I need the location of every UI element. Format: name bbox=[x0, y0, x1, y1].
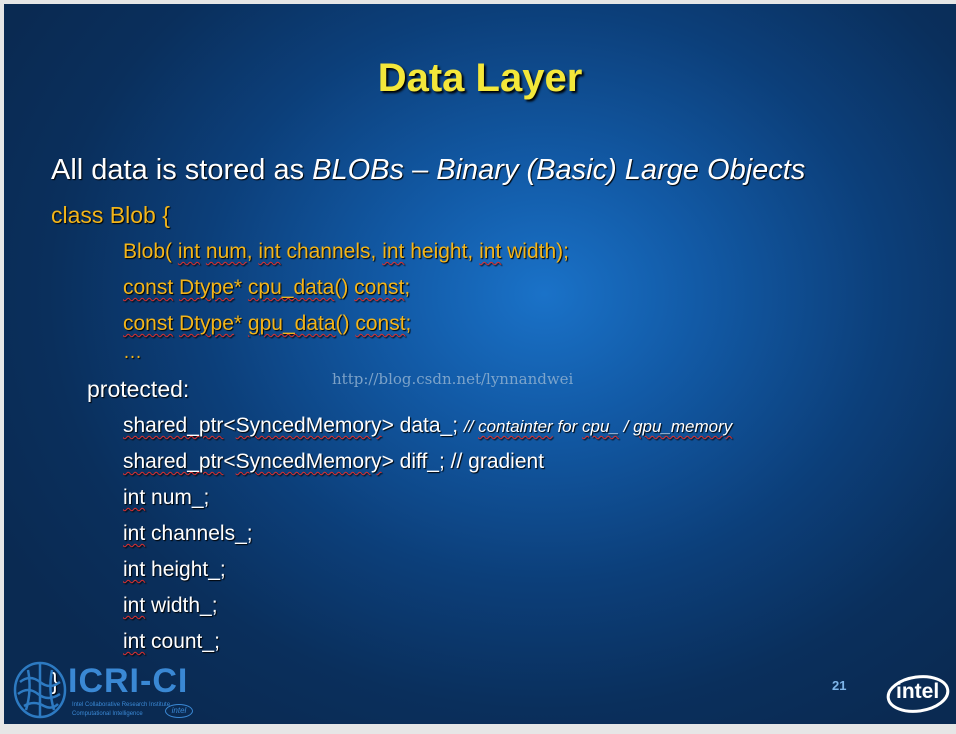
code-token: > data_; bbox=[381, 414, 464, 437]
code-token: Blob( bbox=[123, 240, 178, 263]
code-token: width_; bbox=[145, 594, 218, 617]
cpu-data-line: const Dtype* cpu_data() const; bbox=[123, 276, 410, 300]
slide: Data Layer All data is stored as BLOBs –… bbox=[4, 4, 956, 724]
member-channels: int channels_; bbox=[123, 522, 253, 546]
code-token: containter bbox=[478, 417, 553, 436]
code-token: height_; bbox=[145, 558, 226, 581]
code-token: int bbox=[123, 630, 146, 653]
code-token: int bbox=[479, 240, 502, 263]
code-token: < bbox=[223, 414, 236, 437]
intel-swoosh-icon bbox=[886, 675, 950, 713]
watermark: http://blog.csdn.net/lynnandwei bbox=[332, 370, 574, 388]
protected-label: protected: bbox=[87, 376, 190, 402]
intro-line: All data is stored as BLOBs – Binary (Ba… bbox=[51, 154, 805, 187]
code-token: / bbox=[618, 417, 634, 436]
code-token: gpu_memory bbox=[633, 417, 733, 436]
code-token: channels_; bbox=[145, 522, 253, 545]
code-token: Dtype bbox=[179, 312, 234, 335]
gpu-data-line: const Dtype* gpu_data() const; bbox=[123, 312, 411, 336]
intro-text: All data is stored as bbox=[51, 154, 313, 186]
slide-title: Data Layer bbox=[377, 56, 583, 100]
intro-dash: – bbox=[404, 154, 437, 186]
code-token: () bbox=[334, 276, 355, 299]
code-token: gpu_data bbox=[247, 312, 336, 335]
code-token: int bbox=[177, 240, 201, 263]
ellipsis: … bbox=[123, 342, 142, 363]
code-token: int bbox=[123, 522, 146, 545]
class-declaration: class Blob { bbox=[51, 202, 170, 228]
intel-logo: intel bbox=[884, 670, 956, 718]
member-height: int height_; bbox=[123, 558, 226, 582]
code-token: const bbox=[123, 312, 174, 335]
data-member-line: shared_ptr<SyncedMemory> data_; // conta… bbox=[123, 414, 732, 438]
code-token: num_; bbox=[145, 486, 210, 509]
closing-brace: } bbox=[51, 668, 59, 694]
member-width: int width_; bbox=[123, 594, 218, 618]
code-token: width); bbox=[501, 240, 569, 263]
code-token: int bbox=[382, 240, 405, 263]
code-token: cpu_ bbox=[582, 417, 619, 436]
icri-intel-badge: intel bbox=[165, 704, 193, 718]
intel-wordmark: intel bbox=[896, 680, 940, 703]
code-token: < bbox=[223, 450, 236, 473]
code-token: shared_ptr bbox=[123, 450, 224, 473]
code-token: * bbox=[233, 312, 248, 335]
code-token: , bbox=[246, 240, 259, 263]
code-token: SyncedMemory bbox=[235, 414, 382, 437]
member-num: int num_; bbox=[123, 486, 209, 510]
code-token: int bbox=[258, 240, 281, 263]
code-token: ; bbox=[404, 276, 411, 299]
code-token: const bbox=[354, 276, 405, 299]
icri-ci-line1: Intel Collaborative Research Institute bbox=[72, 702, 171, 708]
code-token: int bbox=[123, 594, 146, 617]
code-token: SyncedMemory bbox=[235, 450, 382, 473]
code-token: int bbox=[123, 486, 146, 509]
code-token: shared_ptr bbox=[123, 414, 224, 437]
code-token: > diff_; // gradient bbox=[381, 450, 545, 473]
diff-member-line: shared_ptr<SyncedMemory> diff_; // gradi… bbox=[123, 450, 544, 474]
code-token: const bbox=[355, 312, 406, 335]
code-token: ; bbox=[405, 312, 412, 335]
intro-blobs: BLOBs bbox=[312, 154, 405, 186]
code-token: channels, bbox=[280, 240, 383, 263]
data-comment: // containter for cpu_ / gpu_memory bbox=[464, 417, 732, 436]
code-token: const bbox=[123, 276, 174, 299]
icri-ci-wordmark: ICRI-CI bbox=[68, 662, 189, 700]
intro-definition: Binary (Basic) Large Objects bbox=[436, 154, 806, 186]
code-token: count_; bbox=[145, 630, 220, 653]
code-token: num bbox=[205, 240, 247, 263]
code-token: for bbox=[552, 417, 583, 436]
icri-ci-logo: ICRI-CI Intel Collaborative Research Ins… bbox=[10, 660, 200, 722]
member-count: int count_; bbox=[123, 630, 220, 654]
code-token: * bbox=[233, 276, 248, 299]
brain-icon bbox=[13, 661, 67, 719]
code-token: // bbox=[463, 417, 479, 436]
code-token: height, bbox=[404, 240, 480, 263]
code-token: cpu_data bbox=[247, 276, 335, 299]
code-token: int bbox=[123, 558, 146, 581]
code-token: () bbox=[335, 312, 356, 335]
code-token: Dtype bbox=[179, 276, 234, 299]
page-number: 21 bbox=[832, 678, 847, 693]
constructor-line: Blob( int num, int channels, int height,… bbox=[123, 240, 569, 264]
icri-ci-line2: Computational Intelligence bbox=[72, 711, 143, 717]
